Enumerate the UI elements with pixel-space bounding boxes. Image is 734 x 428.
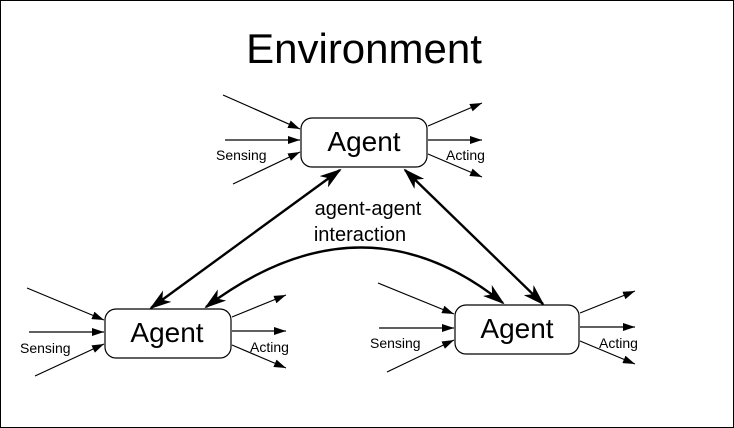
acting-label: Acting bbox=[250, 339, 289, 355]
agent-top: Agent Sensing Acting bbox=[216, 94, 485, 185]
acting-arrow bbox=[427, 102, 483, 127]
sensing-arrow bbox=[26, 287, 105, 321]
acting-label: Acting bbox=[599, 335, 638, 351]
agent-box bbox=[300, 117, 428, 168]
agent-label: Agent bbox=[327, 126, 400, 157]
acting-arrows bbox=[579, 290, 636, 365]
sensing-arrow bbox=[377, 282, 455, 315]
acting-arrows bbox=[231, 294, 287, 369]
sensing-arrow bbox=[386, 339, 455, 373]
interaction-arrow-top-right bbox=[403, 168, 545, 306]
agent-label: Agent bbox=[480, 313, 553, 344]
acting-arrow bbox=[579, 290, 636, 314]
sensing-arrows bbox=[377, 282, 455, 373]
agent-bottom-left: Agent Sensing Acting bbox=[20, 287, 289, 377]
acting-label: Acting bbox=[446, 147, 485, 163]
acting-arrow bbox=[231, 344, 287, 369]
sensing-arrows bbox=[222, 94, 301, 185]
agent-bottom-right: Agent Sensing Acting bbox=[370, 282, 638, 373]
acting-arrows bbox=[427, 102, 483, 178]
sensing-label: Sensing bbox=[20, 340, 71, 356]
agent-label: Agent bbox=[130, 317, 203, 348]
sensing-arrows bbox=[26, 287, 105, 377]
acting-arrow bbox=[579, 340, 636, 365]
interaction-arrow-bottom bbox=[204, 246, 505, 309]
interaction-label-line1: agent-agent bbox=[315, 198, 422, 220]
interaction-label-line2: interaction bbox=[314, 224, 406, 246]
sensing-label: Sensing bbox=[216, 147, 267, 163]
environment-title: Environment bbox=[246, 25, 482, 72]
sensing-arrow bbox=[34, 343, 105, 377]
interaction-arrows bbox=[149, 168, 545, 310]
acting-arrow bbox=[231, 294, 287, 318]
sensing-label: Sensing bbox=[370, 335, 421, 351]
sensing-arrow bbox=[222, 94, 301, 130]
interaction-arrow-top-left bbox=[149, 168, 342, 310]
